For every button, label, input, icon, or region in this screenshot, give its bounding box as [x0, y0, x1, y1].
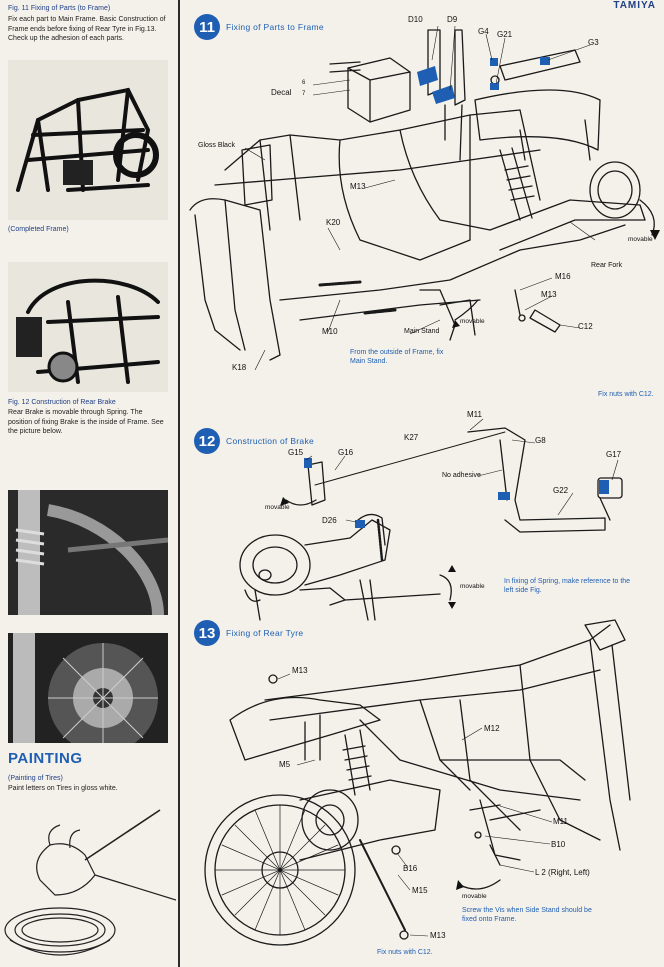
painting-text: Paint letters on Tires in gloss white.	[8, 785, 118, 792]
label-movable-fork: movable	[628, 236, 653, 243]
label-d9: D9	[447, 15, 458, 24]
completed-frame-caption: (Completed Frame)	[8, 226, 69, 233]
part-highlight-g3	[540, 57, 550, 65]
note-fix-nuts-11: Fix nuts with C12.	[598, 391, 654, 398]
label-g17: G17	[606, 450, 622, 459]
note-side-stand: Screw the Vis when Side Stand should be …	[462, 907, 592, 923]
photo-rear-hub	[8, 633, 168, 743]
label-m13-top: M13	[350, 182, 366, 191]
label-m11-13: M11	[553, 817, 568, 826]
label-movable-spring: movable	[460, 583, 485, 590]
part-highlight-g17	[599, 480, 609, 494]
label-g3: G3	[588, 38, 599, 47]
step-12-number: 12	[194, 428, 220, 454]
fig11-caption: Fig. 11 Fixing of Parts (to Frame)	[8, 5, 111, 12]
label-decal-7: 7	[302, 91, 306, 97]
label-m5: M5	[279, 760, 291, 769]
part-highlight-g21	[490, 83, 499, 90]
step-11-header: 11 Fixing of Parts to Frame	[194, 14, 324, 40]
part-highlight-g22	[498, 492, 510, 500]
label-m13-bottom-13: M13	[430, 931, 446, 940]
photo-spring-detail	[8, 490, 168, 615]
label-k20: K20	[326, 218, 341, 227]
label-m12: M12	[484, 724, 500, 733]
label-movable-stand: movable	[460, 318, 485, 325]
note-spring: In fixing of Spring, make reference to t…	[504, 578, 631, 594]
note-main-stand: From the outside of Frame, fix Main Stan…	[350, 349, 444, 365]
label-m13-top-13: M13	[292, 666, 308, 675]
label-rear-fork: Rear Fork	[591, 262, 623, 269]
label-g4: G4	[478, 27, 489, 36]
step-12-header: 12 Construction of Brake	[194, 428, 314, 454]
part-highlight-d26	[355, 520, 365, 528]
label-k18: K18	[232, 363, 247, 372]
painting-hand-illustration	[0, 800, 176, 967]
label-g21: G21	[497, 30, 513, 39]
label-gloss-black: Gloss Black	[198, 142, 235, 149]
part-highlight-d9	[432, 85, 455, 104]
label-g16: G16	[338, 448, 354, 457]
label-decal-6: 6	[302, 80, 306, 86]
label-g8: G8	[535, 436, 546, 445]
label-l2: L 2 (Right, Left)	[535, 868, 590, 877]
label-decal: Decal	[271, 88, 292, 97]
fig12-caption: Fig. 12 Construction of Rear Brake	[8, 399, 116, 406]
fig12-text: Rear Brake is movable through Spring. Th…	[8, 409, 164, 435]
photo-completed-frame	[8, 60, 168, 220]
note-fix-nuts-13: Fix nuts with C12.	[377, 949, 433, 956]
photo-rear-brake	[8, 262, 168, 392]
step-13-number: 13	[194, 620, 220, 646]
label-no-adhesive: No adhesive	[442, 472, 481, 479]
label-m10: M10	[322, 327, 338, 336]
label-c12: C12	[578, 322, 593, 331]
painting-subtitle: (Painting of Tires)	[8, 775, 63, 782]
label-m11: M11	[467, 410, 482, 419]
part-highlight-g15	[304, 458, 312, 468]
step-11-title: Fixing of Parts to Frame	[226, 22, 324, 32]
part-highlight-d10	[417, 66, 438, 86]
label-b16: B16	[403, 864, 418, 873]
label-m15: M15	[412, 886, 428, 895]
step-12-title: Construction of Brake	[226, 436, 315, 446]
fig11-text: Fix each part to Main Frame. Basic Const…	[8, 16, 166, 42]
label-d26: D26	[322, 516, 337, 525]
label-g15: G15	[288, 448, 304, 457]
brand-logo: TAMIYA	[613, 0, 656, 11]
step-13-title: Fixing of Rear Tyre	[226, 628, 304, 638]
label-m16: M16	[555, 272, 571, 281]
label-main-stand: Main Stand	[404, 328, 440, 335]
step-13-header: 13 Fixing of Rear Tyre	[194, 620, 303, 646]
part-highlight-g4	[490, 58, 498, 66]
painting-title: PAINTING	[8, 750, 83, 767]
label-movable-brake: movable	[265, 504, 290, 511]
left-column: Fig. 11 Fixing of Parts (to Frame) Fix e…	[0, 0, 176, 967]
step-11-number: 11	[194, 14, 220, 40]
label-b10: B10	[551, 840, 566, 849]
label-movable-13: movable	[462, 893, 487, 900]
label-k27: K27	[404, 433, 419, 442]
column-divider	[178, 0, 180, 967]
label-d10: D10	[408, 15, 423, 24]
label-g22: G22	[553, 486, 569, 495]
label-m13-bottom: M13	[541, 290, 557, 299]
